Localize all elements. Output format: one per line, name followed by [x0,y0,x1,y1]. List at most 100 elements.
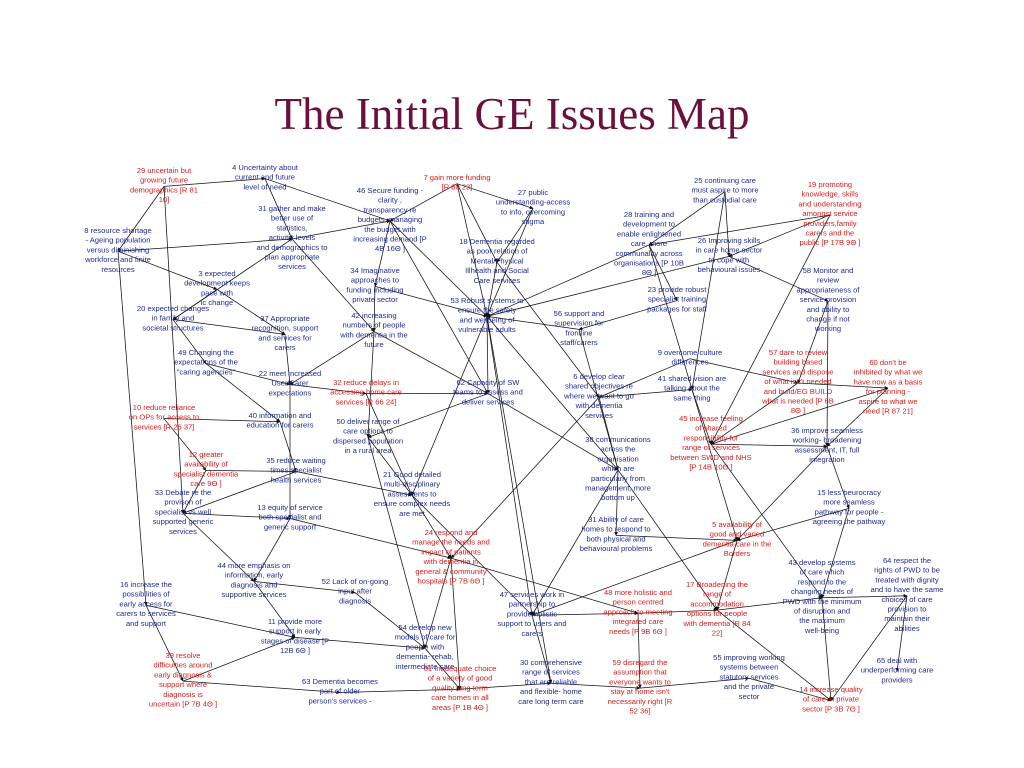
issue-node-line: behavioural problems [580,544,653,553]
issue-node-line: resources [101,265,135,274]
issue-node-line: amongst service [802,209,857,218]
link-24-to-61 [450,558,462,690]
issue-node-line: care long term care [518,697,583,706]
link-35-to-21 [295,471,413,497]
issue-node-line: 35 reduce waiting [266,456,326,465]
link-41-to-5 [691,389,738,541]
issue-node-line: approach to meeting [603,607,672,616]
issue-node-line: diagnosis is [163,690,203,699]
issue-node-line: deliver services [462,397,515,406]
link-21-to-47 [411,494,533,616]
link-57-to-45 [710,382,799,445]
issue-node-line: ensure complex needs [374,499,451,508]
issue-node-line: 20 expected changes [137,304,209,313]
link-8-to-31 [117,237,293,252]
link-12-to-35 [205,469,297,474]
issue-node-line: respond to the [798,577,847,586]
issue-node-line: and flexible- home [520,687,582,696]
link-39-to-11 [182,636,296,682]
issue-node-line: 42 increasing [351,311,396,320]
issue-node-line: development to [623,220,675,229]
issue-node-line: knowledge, skills [802,190,859,199]
issue-node-line: and services for [258,333,312,342]
issue-node-line: - Ageing population [85,236,150,245]
issue-node-line: 34 Imaginative [350,266,399,275]
issue-node-line: PWD with the minimum [783,597,862,606]
issue-node-line: in care home sector [696,246,763,255]
link-11-to-54 [294,637,426,650]
issue-node-line: packages for staff [647,304,708,313]
issue-node-line: support to users and [497,619,566,628]
issue-node-line: 26 Improving skills [698,236,761,245]
issue-node-line: 61 Inadequate choice [424,664,497,673]
link-12-to-33 [182,470,207,514]
issue-node-line: 8Θ ] [791,406,805,415]
issue-node-line: education for carers [246,421,313,430]
issue-node-line: early access for [119,599,173,608]
issue-node-line: provision to [888,605,927,614]
issue-node-line: 63 Dementia becomes [302,677,378,686]
issue-node-line: staff/carers [560,338,598,347]
issue-node-line: 37 Appropriate [260,314,309,323]
issue-node-line: 53 Robust systems to [450,296,523,305]
issue-node-line: 14 increase quality [799,685,863,694]
link-57-to-60 [797,382,889,390]
link-5-to-47 [531,540,738,616]
issue-node-line: 16 increase the [120,580,172,589]
link-39-to-63 [182,680,341,695]
issue-node-line: homes to respond to [581,525,650,534]
issue-node-line: of what isn't needed [764,377,831,386]
issue-node-line: behavioural issues [698,265,761,274]
link-26-to-53 [486,256,730,318]
issue-node-line: 32 reduce delays in [333,378,399,387]
issue-node-line: with dementia in the [339,330,408,339]
issue-node-line: shared objectives re [565,382,633,391]
issue-node-line: support in early [269,627,321,636]
issue-node-line: and ability to [807,305,850,314]
link-24-to-48 [450,557,639,615]
link-29-to-4 [163,176,266,187]
issue-node-line: plan appropriate [265,253,320,262]
link-25-to-26 [724,191,731,257]
issue-node-line: 31 Ability of care [588,515,644,524]
issue-node-line: range of [703,590,732,599]
link-29-to-33 [163,186,185,514]
issue-node-line: to cope with [709,255,750,264]
issue-node-line: Illhealth and Social [465,266,529,275]
issue-node-line: numbers of people [343,321,406,330]
link-42-to-22 [289,331,375,385]
issue-node-line: rights of PWD to be [874,566,940,575]
link-42-to-50 [366,331,375,438]
issue-node-line: have now as a basis [854,377,923,386]
link-6-to-24 [450,396,600,559]
issue-node-line: activitiy levels [269,233,316,242]
issue-node-line: difficulties around [154,661,213,670]
issue-node-line: 43 develop systems [788,558,855,567]
link-44-to-52 [253,581,356,595]
link-62-to-50 [367,393,489,439]
issue-node-line: ic change [201,298,234,307]
issue-node-line: information, early [225,571,283,580]
issue-node-line: 4 Uncertainty about [232,163,299,172]
issue-node-line: care homes in all [431,693,489,702]
issue-node-line: organisations [P 10B [614,259,684,268]
issue-node-line: 46 Secure funding - [357,186,424,195]
issue-node-line: dementia care in the [703,539,772,548]
issue-node-line: 13 equity of service [257,503,322,512]
link-53-to-47 [486,316,534,616]
